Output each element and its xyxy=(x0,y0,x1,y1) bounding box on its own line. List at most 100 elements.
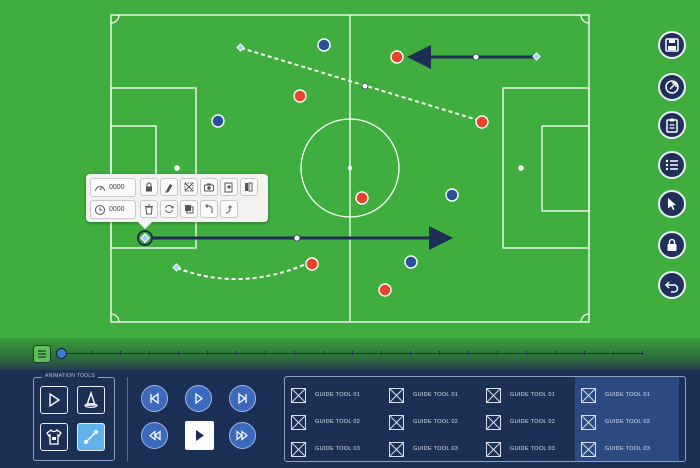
player-red xyxy=(305,257,319,271)
placeholder-x-icon xyxy=(389,441,404,457)
guide-tool-item[interactable]: GUIDE TOOL 02 xyxy=(291,414,360,430)
rewind-button[interactable] xyxy=(141,422,168,449)
delete-button[interactable] xyxy=(140,200,158,218)
export-button[interactable] xyxy=(658,73,686,101)
refresh-button[interactable] xyxy=(160,200,178,218)
play-tool-button[interactable] xyxy=(40,386,68,414)
lock-icon xyxy=(146,182,152,192)
guide-tool-label: GUIDE TOOL 01 xyxy=(605,392,651,398)
cone-tool-button[interactable] xyxy=(77,386,105,414)
guide-tool-item[interactable]: GUIDE TOOL 03 xyxy=(389,441,458,457)
timeline-tick xyxy=(352,351,353,355)
timeline-tick xyxy=(584,351,585,355)
guide-tool-label: GUIDE TOOL 02 xyxy=(315,419,361,425)
lock-button[interactable] xyxy=(658,231,686,259)
camera-button[interactable] xyxy=(200,178,218,196)
skip-end-icon xyxy=(238,392,247,405)
guide-tool-item[interactable]: GUIDE TOOL 01 xyxy=(581,387,650,403)
skip-to-start-button[interactable] xyxy=(141,385,168,412)
save-icon xyxy=(665,38,679,52)
highlight-button[interactable] xyxy=(160,178,178,196)
animation-tools-panel: ANIMATION TOOLS xyxy=(33,373,115,461)
placeholder-x-icon xyxy=(389,387,404,403)
speedometer-icon xyxy=(95,185,105,191)
time-value: 0000 xyxy=(109,206,125,213)
curve-right-button[interactable] xyxy=(220,200,238,218)
football-pitch[interactable] xyxy=(0,0,700,338)
guide-tool-item[interactable]: GUIDE TOOL 02 xyxy=(486,414,555,430)
speed-field[interactable]: 0000 xyxy=(90,178,136,197)
play-button[interactable] xyxy=(185,385,212,412)
save-button[interactable] xyxy=(658,31,686,59)
timeline-tick xyxy=(497,351,498,355)
fast-forward-button[interactable] xyxy=(229,422,256,449)
no-move-button[interactable] xyxy=(180,178,198,196)
players-red xyxy=(293,50,489,297)
curve-left-button[interactable] xyxy=(200,200,218,218)
timeline-tick xyxy=(410,351,411,355)
path-tool-button[interactable] xyxy=(77,423,105,451)
guide-tool-item[interactable]: GUIDE TOOL 02 xyxy=(389,414,458,430)
guide-tool-item[interactable]: GUIDE TOOL 02 xyxy=(581,414,650,430)
clipboard-icon xyxy=(666,118,678,133)
guide-tool-item[interactable]: GUIDE TOOL 01 xyxy=(291,387,360,403)
placeholder-x-icon xyxy=(486,441,501,457)
timeline-tick xyxy=(613,351,614,355)
guide-tool-item[interactable]: GUIDE TOOL 03 xyxy=(581,441,650,457)
placeholder-x-icon xyxy=(291,441,306,457)
clock-icon xyxy=(95,204,105,215)
player-red xyxy=(378,283,392,297)
guide-tool-item[interactable]: GUIDE TOOL 01 xyxy=(486,387,555,403)
timeline-tick xyxy=(323,351,324,355)
placeholder-x-icon xyxy=(486,387,501,403)
placeholder-x-icon xyxy=(291,414,306,430)
path-draw-icon xyxy=(84,430,98,444)
pitch-lines xyxy=(110,14,590,323)
skip-start-icon xyxy=(150,392,159,405)
timeline-tick xyxy=(439,351,440,355)
rewind-icon xyxy=(149,430,161,441)
layer-button[interactable] xyxy=(180,200,198,218)
list-button[interactable] xyxy=(658,151,686,179)
player-blue xyxy=(404,255,418,269)
pin-button[interactable] xyxy=(220,178,238,196)
path-midpoint-handle xyxy=(472,53,480,61)
time-field[interactable]: 0000 xyxy=(90,200,136,219)
path-end-handle xyxy=(532,52,541,61)
placeholder-x-icon xyxy=(581,414,596,430)
select-button[interactable] xyxy=(658,190,686,218)
refresh-icon xyxy=(165,205,174,213)
placeholder-x-icon xyxy=(486,414,501,430)
guide-tool-label: GUIDE TOOL 03 xyxy=(605,446,651,452)
timeline-tick xyxy=(642,351,643,355)
pitch-area[interactable]: 0000 0000 xyxy=(0,0,700,338)
timeline-scrubber-handle[interactable] xyxy=(56,348,67,359)
path-midpoint-handle xyxy=(293,234,301,242)
lock-path-button[interactable] xyxy=(140,178,158,196)
player-red xyxy=(390,50,404,64)
marker-icon xyxy=(165,184,173,193)
guide-tools-panel: GUIDE TOOL 01 GUIDE TOOL 02 GUIDE TOOL 03 G… xyxy=(284,376,686,462)
jersey-tool-button[interactable] xyxy=(40,423,68,451)
columns-button[interactable] xyxy=(240,178,258,196)
timeline-tick xyxy=(265,351,266,355)
player-red xyxy=(293,89,307,103)
pin-icon xyxy=(224,182,233,193)
placeholder-x-icon xyxy=(291,387,306,403)
play-main-button[interactable] xyxy=(185,421,214,450)
jersey-icon xyxy=(46,429,62,445)
guide-tool-item[interactable]: GUIDE TOOL 03 xyxy=(486,441,555,457)
guide-tool-label: GUIDE TOOL 02 xyxy=(510,419,556,425)
timeline-menu-button[interactable] xyxy=(33,345,51,363)
clipboard-button[interactable] xyxy=(658,111,686,139)
penalty-spot-right xyxy=(518,165,524,171)
players-blue xyxy=(211,38,459,269)
path-midpoint-handle xyxy=(361,82,369,90)
guide-tool-item[interactable]: GUIDE TOOL 01 xyxy=(389,387,458,403)
undo-button[interactable] xyxy=(658,271,686,299)
skip-to-end-button[interactable] xyxy=(229,385,256,412)
guide-tool-label: GUIDE TOOL 03 xyxy=(315,446,361,452)
guide-tool-item[interactable]: GUIDE TOOL 03 xyxy=(291,441,360,457)
player-red xyxy=(355,191,369,205)
curve-left-icon xyxy=(205,204,213,213)
